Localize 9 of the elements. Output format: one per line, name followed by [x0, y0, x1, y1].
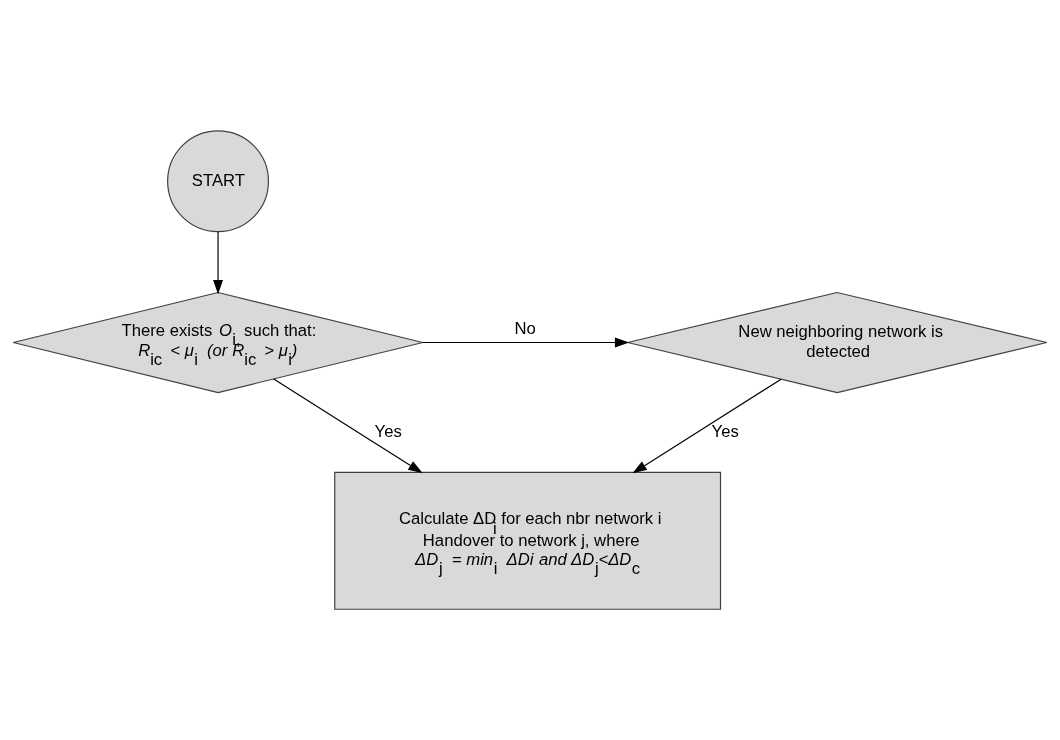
arrow: [422, 337, 630, 348]
edge-label: Yes: [711, 422, 739, 442]
node-diamond: New neighboring network is detected: [627, 291, 1048, 394]
arrow: [213, 231, 224, 295]
arrow: [632, 378, 782, 474]
edge-label: Yes: [374, 422, 402, 442]
arrow: [273, 378, 423, 474]
edge-label: No: [514, 318, 536, 338]
node-circle: START: [167, 130, 270, 233]
